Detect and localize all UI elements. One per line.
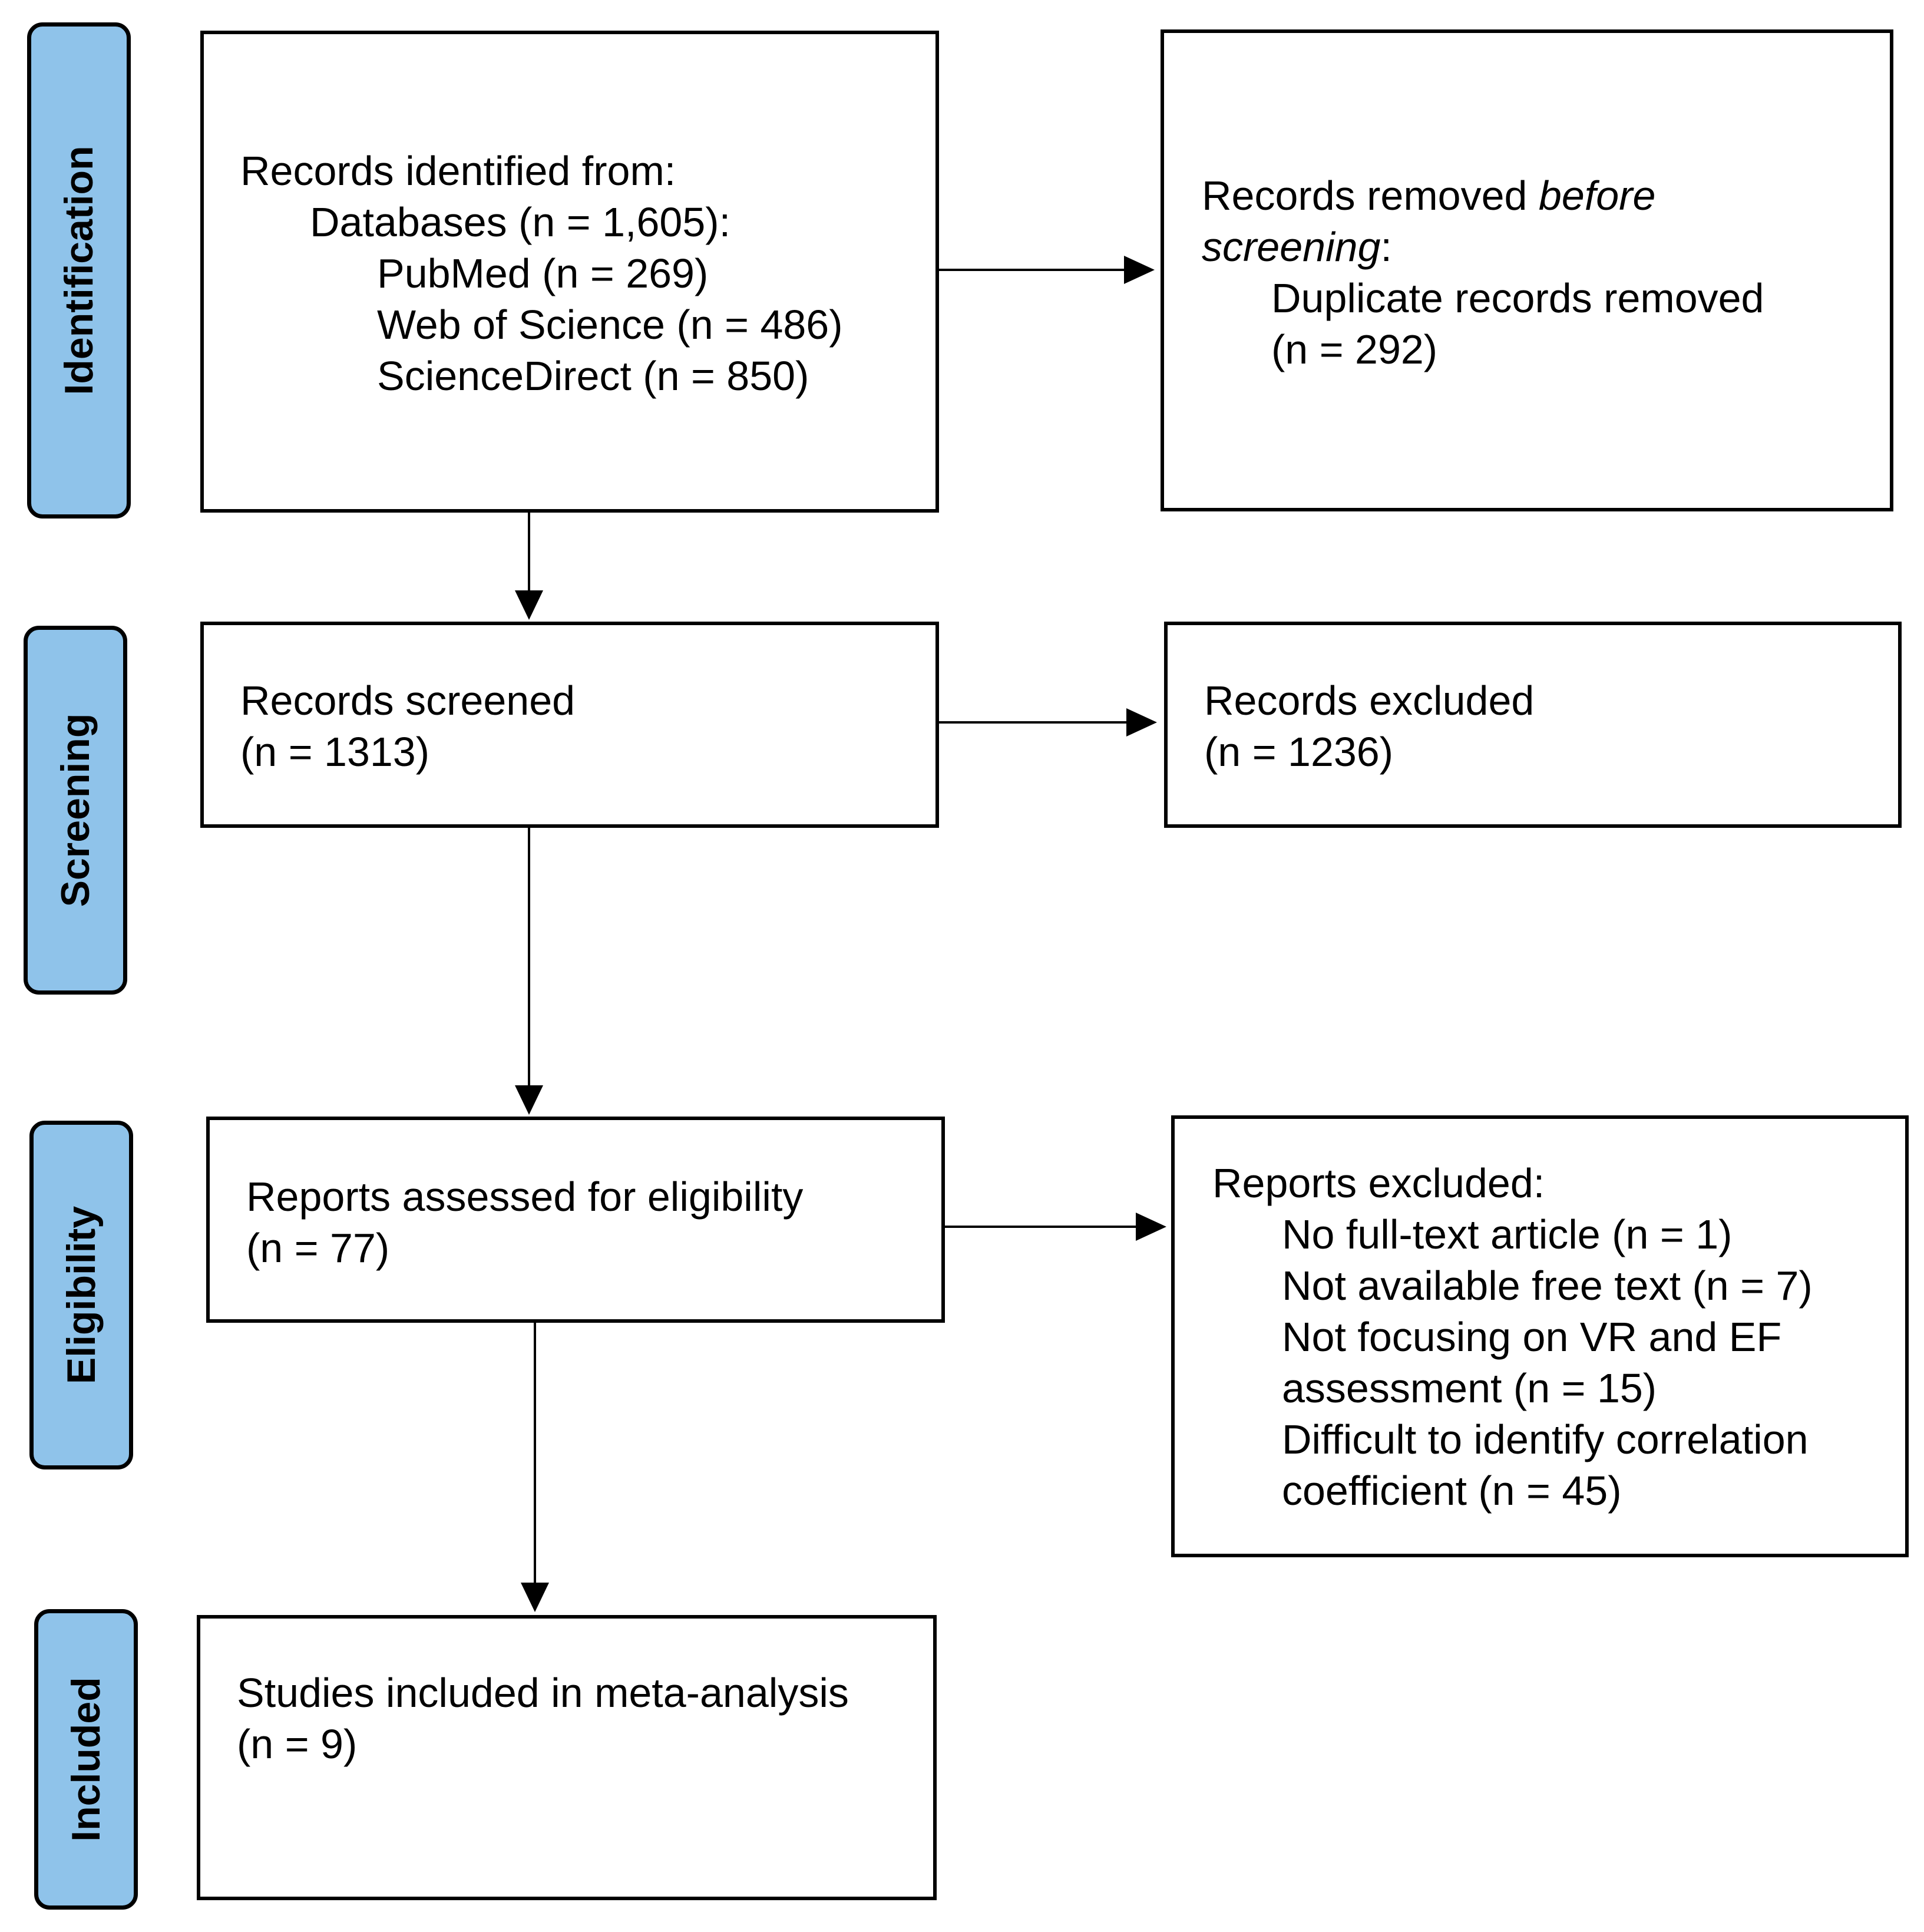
reports-excluded-box [1171,1115,1909,1557]
reports-excluded-line: Not available free text (n = 7) [1282,1263,1813,1309]
records-identified-text: Records identified from: Databases (n = … [240,146,843,402]
identified-sciencedirect: ScienceDirect (n = 850) [377,353,809,399]
arrow-to-records-screened [515,513,543,620]
removed-heading-line-1: Records removed before [1202,170,1764,222]
removed-prefix: Records removed [1202,173,1539,219]
removed-colon: : [1380,224,1392,270]
records-screened-text: Records screened (n = 1313) [240,675,575,778]
records-removed-box [1161,29,1893,511]
arrow-to-records-excluded [939,708,1157,737]
removed-heading-line-2: screening: [1202,222,1764,273]
reports-excluded-line: No full-text article (n = 1) [1282,1211,1733,1257]
reports-excluded-line: Not focusing on VR and EF [1282,1314,1782,1360]
records-removed-text: Records removed before screening: Duplic… [1202,170,1764,375]
arrow-to-records-removed [939,256,1155,284]
stage-tab-identification: Identification [27,22,131,518]
reports-assessed-box [206,1117,945,1323]
records-excluded-box [1164,622,1902,828]
excluded-count: (n = 1236) [1204,729,1394,775]
identified-pubmed: PubMed (n = 269) [377,250,709,296]
arrow-to-reports-assessed [515,828,543,1115]
removed-count: (n = 292) [1271,326,1438,372]
studies-included-text: Studies included in meta-analysis (n = 9… [237,1667,849,1770]
stage-tab-eligibility: Eligibility [29,1121,133,1469]
removed-item: Duplicate records removed [1271,275,1764,321]
records-excluded-text: Records excluded (n = 1236) [1204,675,1534,778]
studies-included-box [197,1615,937,1900]
stage-tab-screening: Screening [24,626,127,995]
included-count: (n = 9) [237,1721,358,1767]
identified-web-of-science: Web of Science (n = 486) [377,302,843,348]
records-identified-box [200,31,939,513]
reports-excluded-line: assessment (n = 15) [1282,1365,1657,1411]
assessed-label: Reports assessed for eligibility [246,1174,804,1220]
reports-assessed-text: Reports assessed for eligibility (n = 77… [246,1171,803,1274]
arrow-to-studies-included [521,1323,549,1612]
excluded-label: Records excluded [1204,678,1535,724]
records-screened-box [200,622,939,828]
reports-excluded-line: coefficient (n = 45) [1282,1468,1622,1514]
removed-screening: screening [1202,224,1381,270]
screened-count: (n = 1313) [240,729,430,775]
stage-tab-included: Included [34,1609,138,1910]
identified-heading: Records identified from: [240,148,676,194]
included-label: Studies included in meta-analysis [237,1670,849,1716]
assessed-count: (n = 77) [246,1225,390,1271]
identified-databases: Databases (n = 1,605): [310,199,731,245]
arrow-to-reports-excluded [945,1213,1166,1241]
reports-excluded-heading: Reports excluded: [1212,1160,1545,1206]
reports-excluded-text: Reports excluded: No full-text article (… [1212,1158,1813,1517]
screened-label: Records screened [240,678,576,724]
removed-before: before [1538,173,1656,219]
reports-excluded-line: Difficult to identify correlation [1282,1416,1809,1462]
